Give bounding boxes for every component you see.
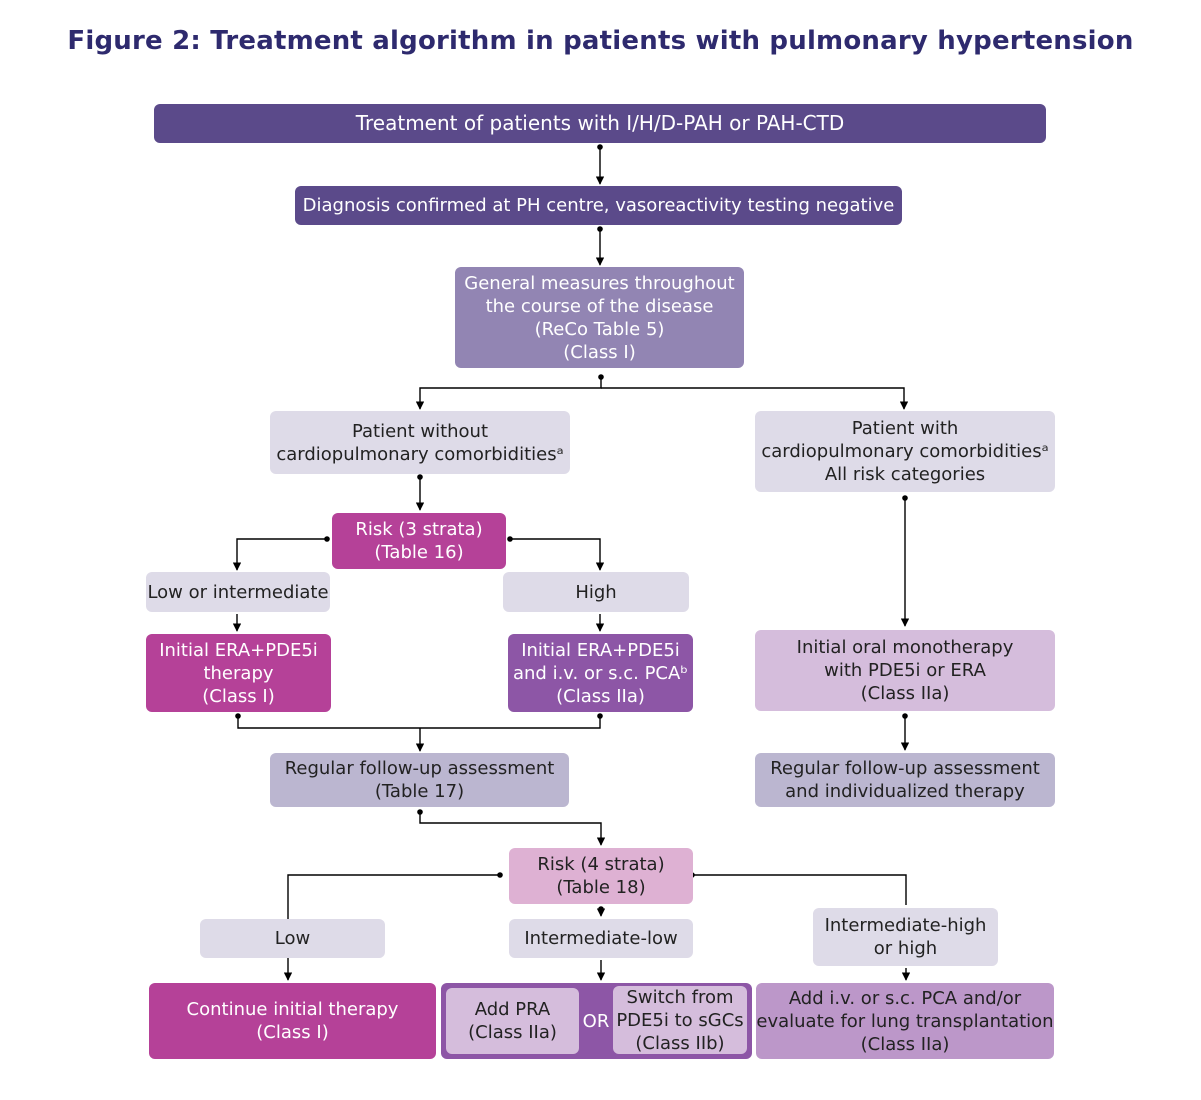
treatment-node: Treatment of patients with I/H/D-PAH or … (154, 104, 1046, 143)
general-measures-node: General measures throughout the course o… (455, 267, 744, 368)
add-pca-or-transplant-node: Add i.v. or s.c. PCA and/or evaluate for… (756, 983, 1054, 1059)
regular-follow-up-left-node: Regular follow-up assessment (Table 17) (270, 753, 569, 807)
initial-era-pde5i-pca-node: Initial ERA+PDE5i and i.v. or s.c. PCAᵇ … (508, 634, 693, 712)
patient-with-comorbidities-node: Patient with cardiopulmonary comorbiditi… (755, 411, 1055, 492)
connector-risk4-inthigh (692, 874, 907, 905)
intermediate-low-node: Intermediate-low (509, 919, 693, 958)
diagnosis-node: Diagnosis confirmed at PH centre, vasore… (295, 186, 902, 225)
initial-oral-monotherapy-node: Initial oral monotherapy with PDE5i or E… (755, 630, 1055, 711)
risk-3-strata-node: Risk (3 strata) (Table 16) (332, 513, 506, 569)
connector-followup-risk4 (419, 812, 606, 846)
low-risk-node: Low (200, 919, 385, 958)
continue-initial-therapy-node: Continue initial therapy (Class I) (149, 983, 436, 1059)
connector-general-right (601, 387, 909, 410)
patient-without-comorbidities-node: Patient without cardiopulmonary comorbid… (270, 411, 570, 474)
connector-initials-followup (237, 716, 601, 729)
switch-to-sgcs-node: Switch from PDE5i to sGCs (Class IIb) (613, 986, 747, 1054)
high-node: High (503, 572, 689, 612)
or-label: OR (582, 1010, 610, 1032)
connector-risk3-low (232, 538, 327, 571)
add-pra-node: Add PRA (Class IIa) (446, 988, 579, 1054)
connector-risk3-high (510, 538, 605, 571)
figure-title: Figure 2: Treatment algorithm in patient… (67, 26, 1134, 56)
intermediate-high-node: Intermediate-high or high (813, 908, 998, 966)
initial-era-pde5i-therapy-node: Initial ERA+PDE5i therapy (Class I) (146, 634, 331, 712)
risk-4-strata-node: Risk (4 strata) (Table 18) (509, 848, 693, 904)
regular-follow-up-right-node: Regular follow-up assessment and individ… (755, 753, 1055, 807)
connector-general-left (415, 377, 602, 410)
low-or-intermediate-node: Low or intermediate (146, 572, 330, 612)
